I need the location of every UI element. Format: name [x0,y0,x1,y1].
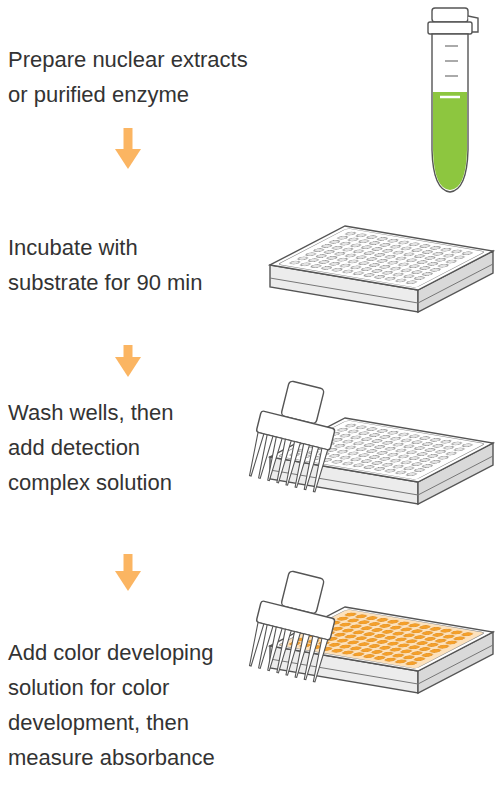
step: Incubate with substrate for 90 min [8,170,213,344]
flow-arrow [115,554,141,591]
pipette-tip [311,448,327,492]
well-plate [270,226,493,312]
step: Wash wells, then add detection complex s… [8,378,208,553]
step-text: Prepare nuclear extracts or purified enz… [8,42,263,112]
flow-arrow [115,128,141,169]
arrow-head [115,571,141,591]
multichannel-pipette [245,376,343,493]
step-text: Incubate with substrate for 90 min [8,230,213,300]
flow-arrow [115,345,141,377]
step: Prepare nuclear extracts or purified enz… [8,27,263,127]
pipette-tip [311,638,327,682]
arrow-shaft [124,554,133,572]
step-text: Wash wells, then add detection complex s… [8,395,208,500]
multichannel-pipette [245,566,343,683]
tube [428,8,478,192]
step-text: Add color developing solution for color … [8,635,223,775]
arrow-shaft [124,345,133,358]
arrow-head [115,357,141,377]
arrow-head [115,149,141,169]
step: Add color developing solution for color … [8,592,223,783]
arrow-shaft [124,128,133,150]
